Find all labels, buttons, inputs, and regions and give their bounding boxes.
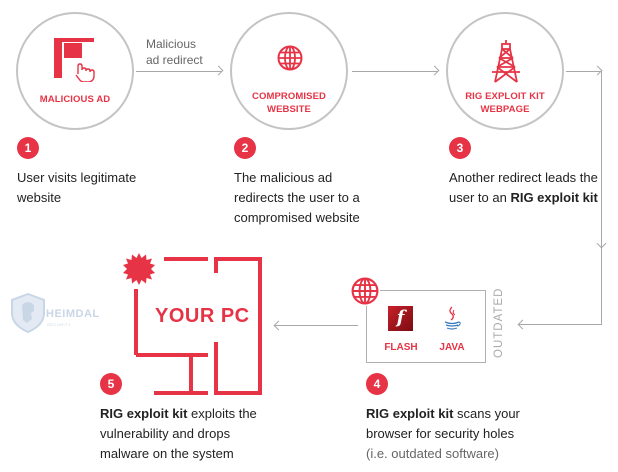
step-badge-3: 3 [449,137,471,159]
edge-label-malicious-redirect: Malicious ad redirect [146,36,203,68]
step-text-4-suffix: scans your browser for security holes [366,406,520,441]
arrow-head-icon [273,320,284,331]
step-badge-5: 5 [100,373,122,395]
globe-icon [277,45,303,71]
connector-rig-right [566,71,602,72]
connector-scan-to-pc [274,325,358,326]
arrow-head-icon [213,65,224,76]
node-label-line2: WEBPAGE [480,104,530,115]
heimdal-shield-icon [11,293,45,333]
oil-rig-icon [492,40,520,83]
step-text-5-bold: RIG exploit kit [100,406,188,421]
step-text-1: User visits legitimate website [17,170,137,205]
connector-ad-to-website [136,71,222,72]
node-label-line1: COMPROMISED [252,91,326,102]
scan-box [366,290,486,363]
java-icon [444,306,461,330]
node-label-line2: WEBSITE [267,104,311,115]
step-text-5-suffix: exploits the vulnerability and drops mal… [100,406,257,461]
node-rig-exploit-kit: RIG EXPLOIT KIT WEBPAGE [446,12,564,130]
arrow-head-icon [596,238,607,249]
malware-burst-icon [123,253,155,285]
step-text-4-note: (i.e. outdated software) [366,446,499,461]
logo-sub: SECURITY [47,322,72,327]
node-label: MALICIOUS AD [39,94,111,105]
flash-label: FLASH [384,342,418,353]
step-badge-2: 2 [234,137,256,159]
outdated-label: OUTDATED [493,287,505,358]
logo-name: HEIMDAL [46,308,100,320]
edge-label-line2: ad redirect [146,53,203,67]
ad-click-icon [54,38,95,82]
step-text-3-prefix: Another redirect leads the user to an [449,170,598,205]
arrow-head-icon [517,319,528,330]
pc-monitor-icon [134,257,262,395]
step-text-3: Another redirect leads the user to an RI… [449,168,599,208]
step-text-4: RIG exploit kit scans your browser for s… [366,404,546,464]
connector-website-to-rig [352,71,438,72]
flash-icon: f [388,306,413,331]
step-text-3-bold: RIG exploit kit [510,190,598,205]
node-label: COMPROMISED WEBSITE [232,90,346,116]
step-text-2: The malicious ad redirects the user to a… [234,170,360,225]
java-label: JAVA [439,342,465,353]
node-malicious-ad: MALICIOUS AD [16,12,134,130]
pc-title: YOUR PC [155,305,250,327]
globe-badge [350,276,380,306]
connector-bottom-to-scan [518,324,602,325]
arrow-head-icon [429,65,440,76]
step-badge-1: 1 [17,137,39,159]
globe-icon [351,277,379,305]
connector-right-down [601,71,602,325]
step-text-5: RIG exploit kit exploits the vulnerabili… [100,404,270,464]
step-badge-4: 4 [366,373,388,395]
node-label-line1: RIG EXPLOIT KIT [465,91,545,102]
node-compromised-website: COMPROMISED WEBSITE [230,12,348,130]
node-label: RIG EXPLOIT KIT WEBPAGE [448,90,562,116]
step-text-4-bold: RIG exploit kit [366,406,454,421]
edge-label-line1: Malicious [146,37,197,51]
